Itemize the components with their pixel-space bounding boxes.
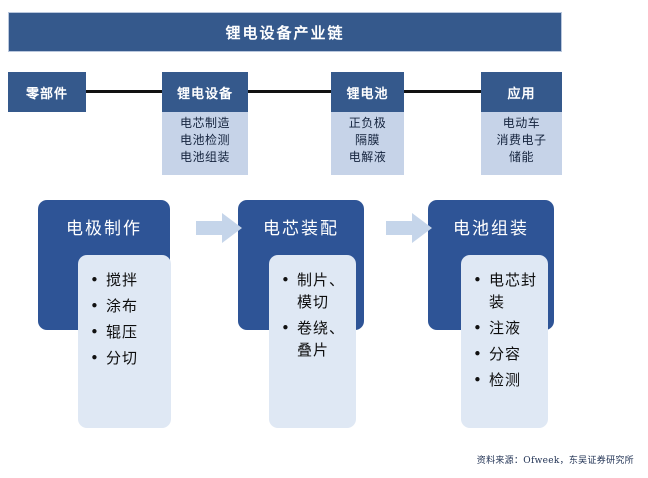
chain-node-application[interactable]: 应用 电动车 消费电子 储能 (481, 72, 562, 175)
arrow-right-icon (386, 213, 432, 247)
process-card-title: 电池组装 (453, 219, 529, 239)
process-bullet: 电芯封装 (471, 269, 542, 313)
process-card-title: 电极制作 (66, 219, 142, 239)
process-bullet: 涂布 (88, 295, 165, 317)
chain-node-battery[interactable]: 锂电池 正负极 隔膜 电解液 (331, 72, 404, 175)
process-bullet: 检测 (471, 369, 542, 391)
chain-node-items: 电芯制造 电池检测 电池组装 (162, 112, 248, 175)
chain-node-header: 锂电池 (331, 72, 404, 112)
process-bullet: 分容 (471, 343, 542, 365)
chain-node-items: 电动车 消费电子 储能 (481, 112, 562, 175)
chain-node-item: 电动车 (502, 116, 541, 130)
chain-node-header: 锂电设备 (162, 72, 248, 112)
chain-node-header: 应用 (481, 72, 562, 112)
process-bullet: 搅拌 (88, 269, 165, 291)
process-bullet: 注液 (471, 317, 542, 339)
chain-node-header: 零部件 (8, 72, 86, 112)
slide-title-bar: 锂电设备产业链 (8, 12, 562, 52)
chain-node-item: 电池检测 (179, 133, 230, 147)
chain-node-item: 隔膜 (354, 133, 380, 147)
process-card-body-electrode: 搅拌 涂布 辊压 分切 (78, 255, 171, 428)
process-bullet: 卷绕、叠片 (279, 317, 350, 361)
chain-node-item: 电解液 (348, 150, 387, 164)
process-bullet: 制片、模切 (279, 269, 350, 313)
value-chain-row: 零部件 锂电设备 电芯制造 电池检测 电池组装 锂电池 正负极 隔膜 电解液 应… (0, 0, 648, 180)
process-card-title: 电芯装配 (263, 219, 339, 239)
chain-connector-2 (247, 90, 331, 93)
chain-node-equipment[interactable]: 锂电设备 电芯制造 电池检测 电池组装 (162, 72, 248, 175)
process-card-body-pack-assembly: 电芯封装 注液 分容 检测 (461, 255, 548, 428)
chain-node-parts[interactable]: 零部件 (8, 72, 86, 112)
process-bullet: 分切 (88, 347, 165, 369)
arrow-right-icon (196, 213, 242, 247)
chain-connector-3 (404, 90, 481, 93)
chain-connector-1 (85, 90, 163, 93)
chain-node-items: 正负极 隔膜 电解液 (331, 112, 404, 175)
chain-node-item: 正负极 (348, 116, 387, 130)
chain-node-item: 电芯制造 (179, 116, 230, 130)
source-note: 资料来源：Ofweek，东吴证券研究所 (476, 456, 634, 466)
chain-node-item: 消费电子 (496, 133, 547, 147)
process-card-body-cell-assembly: 制片、模切 卷绕、叠片 (269, 255, 356, 428)
process-bullet: 辊压 (88, 321, 165, 343)
page-title: 锂电设备产业链 (225, 23, 345, 42)
chain-node-item: 储能 (508, 150, 534, 164)
chain-node-item: 电池组装 (179, 150, 230, 164)
